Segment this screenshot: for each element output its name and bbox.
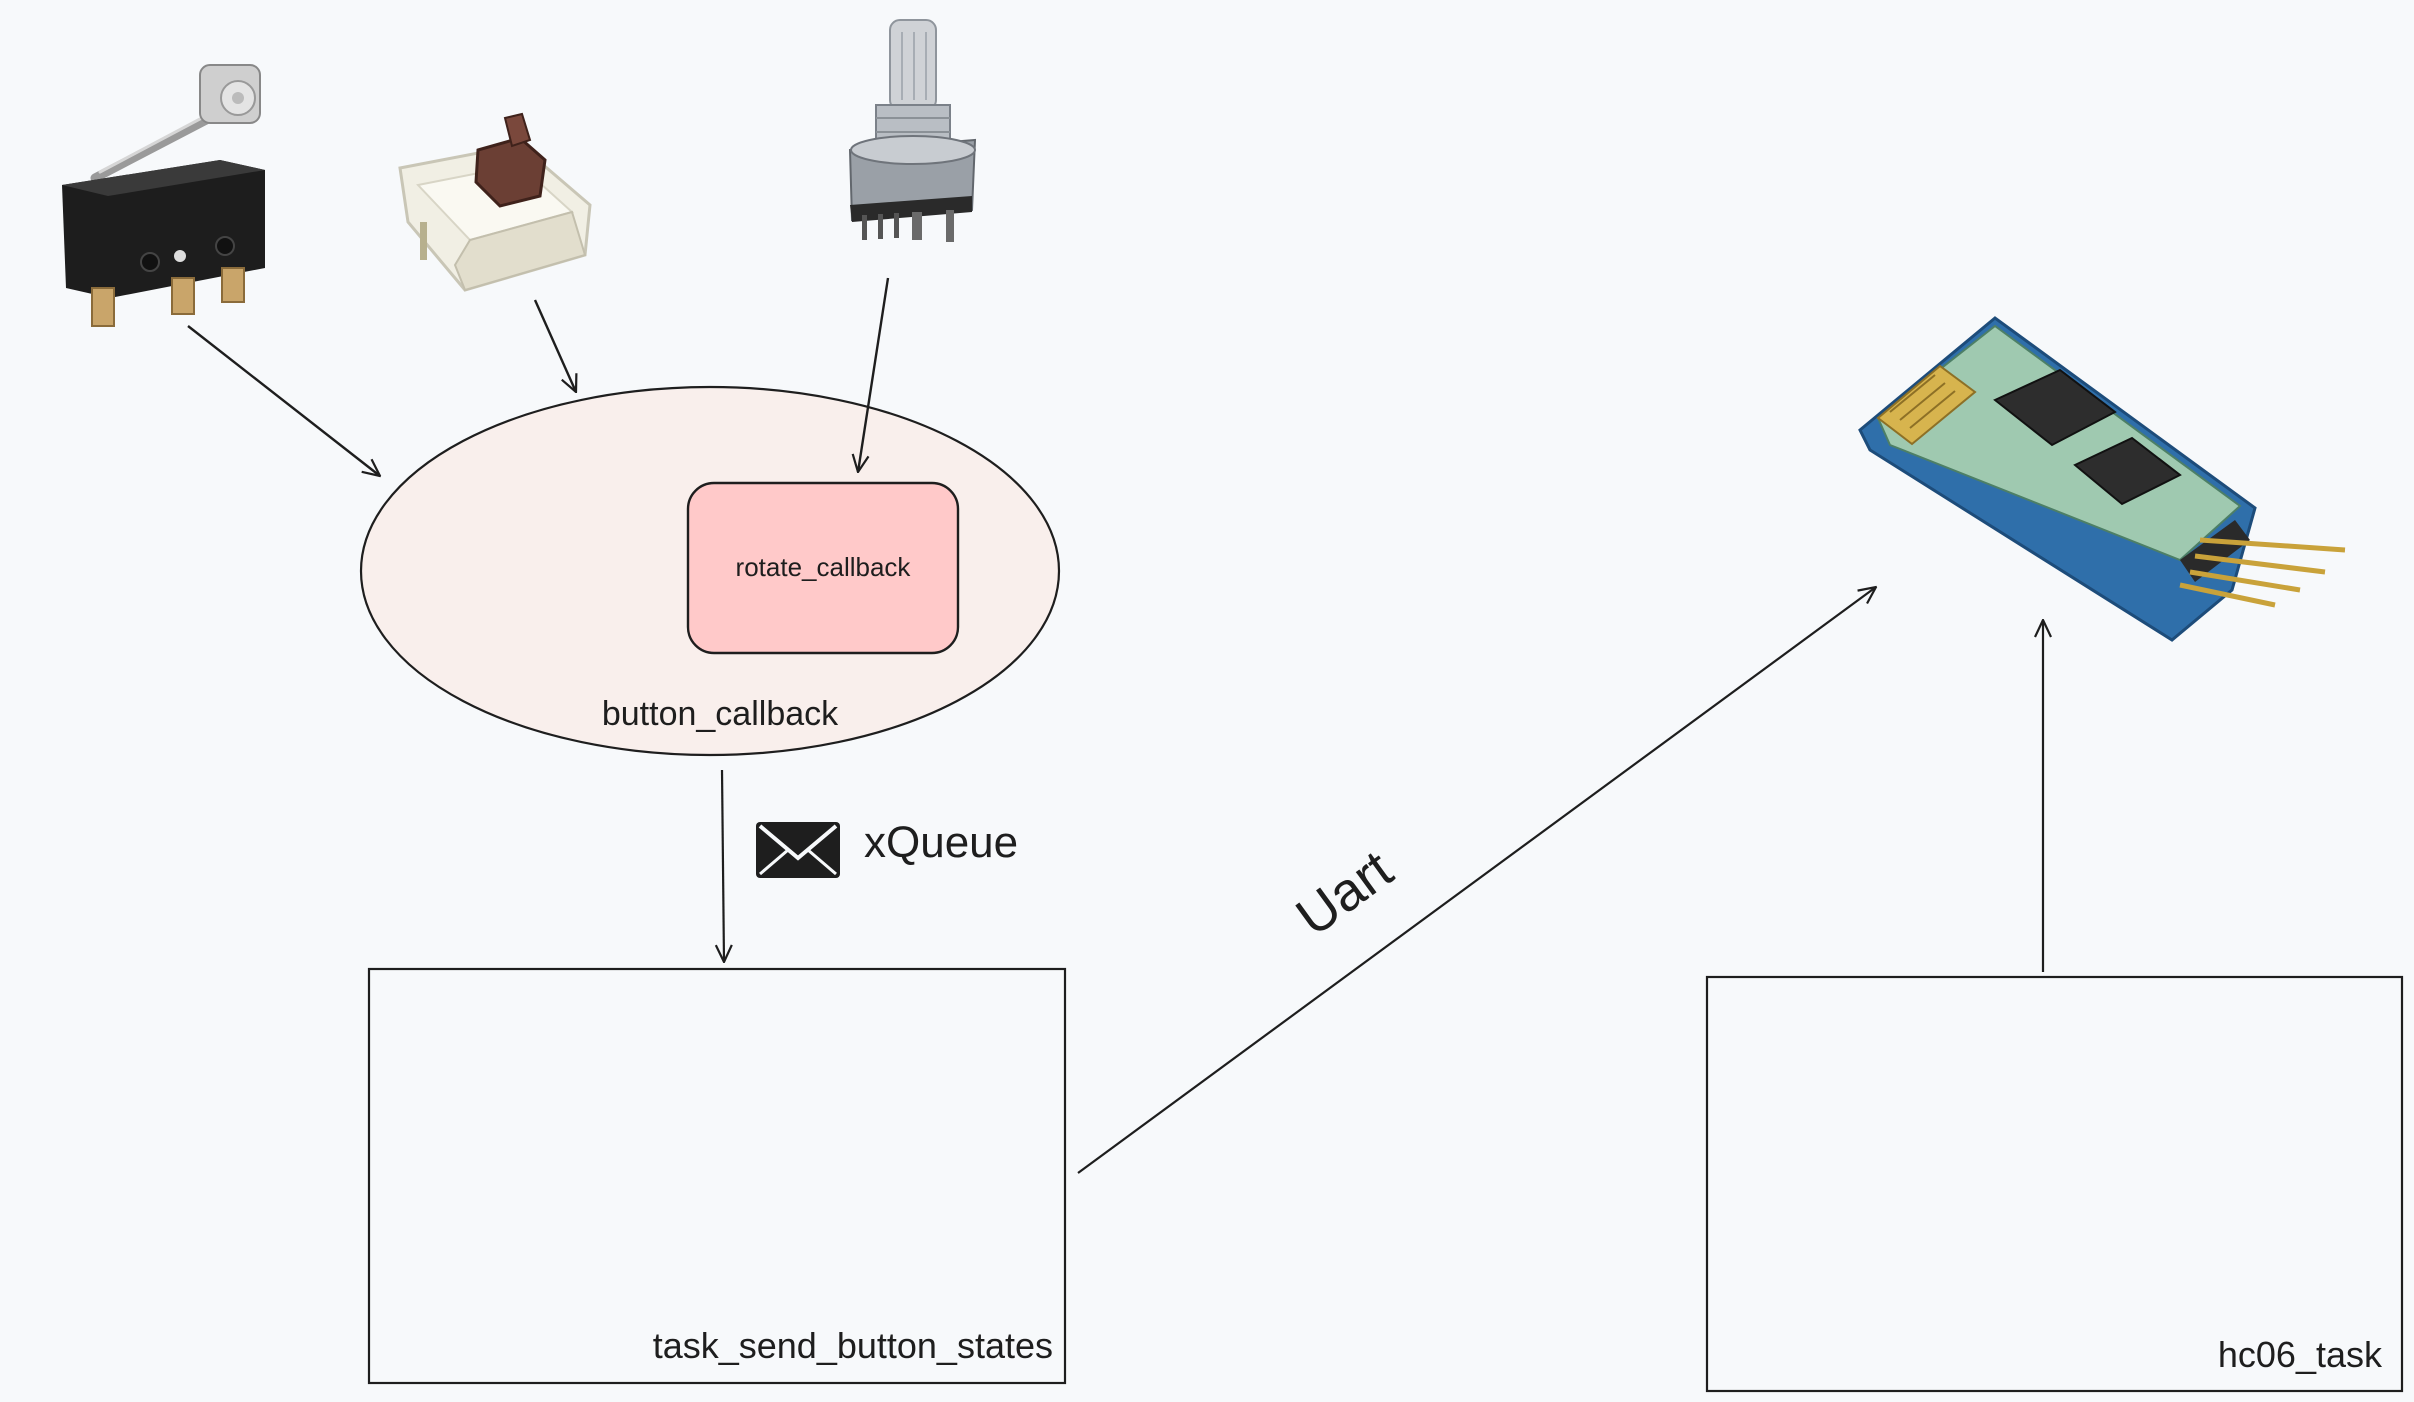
rotate-callback-label: rotate_callback xyxy=(736,552,912,582)
key-switch-arrow xyxy=(533,299,576,392)
button-callback-label: button_callback xyxy=(602,695,839,733)
mechanical-key-switch-photo xyxy=(398,112,592,292)
limit-switch-arrow xyxy=(187,325,380,476)
limit-switch-photo xyxy=(62,64,265,327)
hc06-task-box xyxy=(1705,975,2404,1393)
queue-label: xQueue xyxy=(864,818,1018,867)
queue-arrow xyxy=(722,769,724,962)
uart-arrow xyxy=(1077,587,1876,1174)
task-send-button-states-box xyxy=(367,967,1067,1385)
rotary-encoder-photo xyxy=(848,19,977,242)
task-send-button-states-label: task_send_button_states xyxy=(653,1325,1053,1366)
encoder-arrow xyxy=(858,277,890,472)
hc06-bluetooth-module-photo xyxy=(1858,316,2346,642)
envelope-icon xyxy=(756,822,840,878)
hc06-task-label: hc06_task xyxy=(2218,1334,2383,1375)
uart-label: Uart xyxy=(1286,839,1404,948)
rotate-callback-box xyxy=(686,481,960,655)
